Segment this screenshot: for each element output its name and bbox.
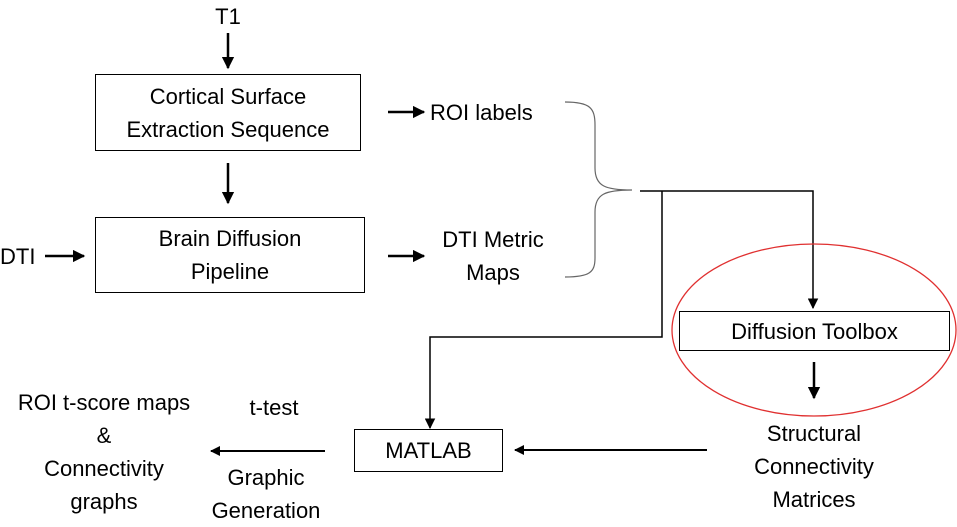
graphic-generation-line-2: Generation — [211, 498, 321, 523]
cortical-surface-extraction-box: Cortical Surface Extraction Sequence — [95, 74, 361, 151]
input-dti-label: DTI — [0, 244, 36, 269]
matlab-box: MATLAB — [354, 429, 503, 472]
graphic-generation-edge-label: Graphic Generation — [196, 461, 336, 527]
connector-brace-to-matlab — [424, 191, 663, 430]
dti-maps-line-2: Maps — [466, 260, 520, 285]
results-line-1: ROI t-score maps — [17, 390, 191, 415]
dti-metric-maps-output: DTI Metric Maps — [423, 223, 563, 289]
matlab-label: MATLAB — [385, 438, 472, 463]
cortical-box-line-2: Extraction Sequence — [126, 116, 330, 142]
brain-diffusion-box-line-1: Brain Diffusion — [158, 226, 302, 251]
results-line-2: & — [96, 423, 112, 448]
connector-brace-to-toolbox — [640, 190, 819, 310]
cortical-box-line-1: Cortical Surface — [149, 83, 307, 109]
matrices-line-1: Structural — [766, 421, 862, 446]
t-test-edge-label: t-test — [249, 395, 299, 420]
diffusion-toolbox-label: Diffusion Toolbox — [731, 318, 898, 344]
roi-labels-output: ROI labels — [430, 100, 533, 125]
graphic-generation-line-1: Graphic — [227, 465, 305, 490]
dti-maps-line-1: DTI Metric — [442, 227, 544, 252]
results-line-4: graphs — [70, 489, 138, 514]
results-output: ROI t-score maps & Connectivity graphs — [0, 386, 208, 518]
toolbox-highlight-ellipse — [671, 243, 957, 417]
brain-diffusion-box-line-2: Pipeline — [190, 259, 270, 284]
matrices-line-2: Connectivity — [754, 454, 874, 479]
structural-connectivity-matrices-output: Structural Connectivity Matrices — [724, 417, 904, 516]
matrices-line-3: Matrices — [772, 487, 856, 512]
results-line-3: Connectivity — [44, 456, 164, 481]
diffusion-toolbox-box: Diffusion Toolbox — [679, 311, 950, 351]
input-t1-label: T1 — [215, 4, 241, 29]
brain-diffusion-pipeline-box: Brain Diffusion Pipeline — [95, 217, 365, 293]
grouping-brace — [564, 101, 633, 278]
